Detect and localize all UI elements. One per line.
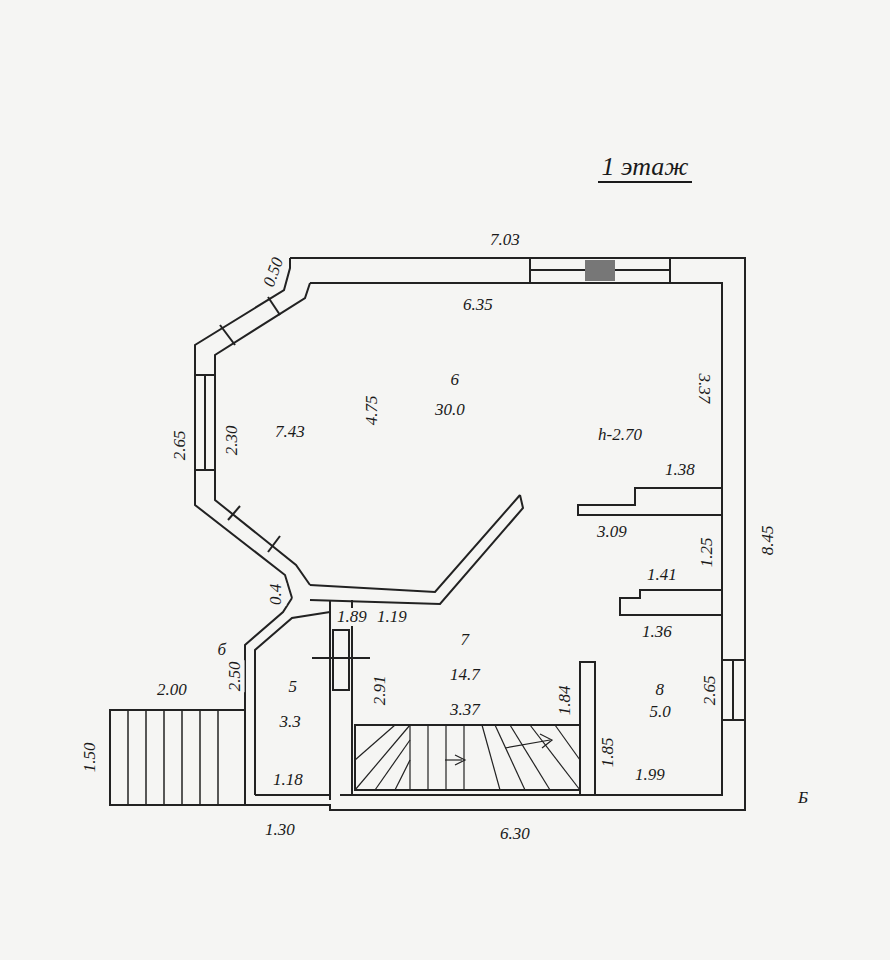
dimension-label: 5.0: [649, 703, 672, 722]
dimension-label: 6.30: [499, 825, 531, 844]
dimension-label: 3.3: [279, 713, 302, 732]
bay-inner-wall: [215, 283, 310, 585]
dimension-label: 5: [288, 678, 299, 697]
room-5-floor-line: [255, 794, 330, 796]
partition-wall: [580, 662, 595, 795]
dimension-label: 1.38: [664, 461, 696, 480]
outer-wall: [245, 258, 745, 810]
dimension-label: 7.43: [274, 423, 306, 442]
dimension-label: 2.30: [223, 424, 242, 456]
door: [333, 630, 349, 690]
dimension-label: h-2.70: [597, 426, 643, 445]
dimension-label: 1.50: [81, 741, 100, 773]
dimension-label: 1.36: [641, 623, 673, 642]
partition-wall: [351, 600, 353, 795]
partition-wall: [329, 600, 331, 800]
dimension-label: 2.00: [156, 681, 188, 700]
dimension-label: 1.30: [264, 821, 296, 840]
dimension-label: 14.7: [449, 666, 481, 685]
dimension-label: 0.50: [260, 254, 288, 290]
wall-ledge: [578, 488, 722, 515]
dimension-label: 1.84: [556, 684, 575, 716]
dimension-label: Б: [797, 789, 809, 808]
room-5-wall: [255, 612, 330, 795]
dimension-label: 7: [460, 631, 471, 650]
partition-wall: [310, 495, 520, 592]
dimension-label: 2.50: [226, 660, 245, 692]
door-mark: [312, 657, 370, 659]
entrance-steps: [110, 710, 245, 805]
dimension-label: 3.37: [449, 701, 481, 720]
stair-treads: [355, 725, 580, 790]
inner-wall: [310, 283, 722, 795]
dimension-label: 8: [655, 681, 666, 700]
dimension-label: 1.89: [336, 608, 368, 627]
dimension-label: 6.35: [462, 296, 494, 315]
dimension-label: 1.18: [272, 771, 304, 790]
step-lines: [128, 710, 218, 805]
floor-title: 1 этаж: [598, 153, 693, 184]
dimension-label: 2.91: [371, 674, 390, 706]
dimension-label: б: [217, 641, 228, 660]
partition-wall: [310, 495, 523, 604]
dimension-label: 3.09: [596, 523, 628, 542]
dimension-label: 1.99: [634, 766, 666, 785]
window: [195, 258, 745, 720]
dimension-label: 2.65: [171, 429, 190, 461]
dimension-label: 30.0: [434, 401, 466, 420]
dimension-label: 0.4: [267, 582, 286, 605]
dimension-label: 1.85: [599, 736, 618, 768]
stairs: [355, 725, 580, 790]
dimension-label: 2.65: [701, 674, 720, 706]
dimension-label: 7.03: [489, 231, 521, 250]
dimension-label: 1.41: [646, 566, 678, 585]
dimension-label: 1.25: [698, 536, 717, 568]
dimension-label: 8.45: [759, 524, 778, 556]
wall-ledge: [620, 590, 722, 615]
dimension-label: 6: [450, 371, 461, 390]
dimension-label: 1.19: [376, 608, 408, 627]
dimension-label: 4.75: [363, 394, 382, 426]
dimension-label: 3.37: [695, 372, 714, 404]
